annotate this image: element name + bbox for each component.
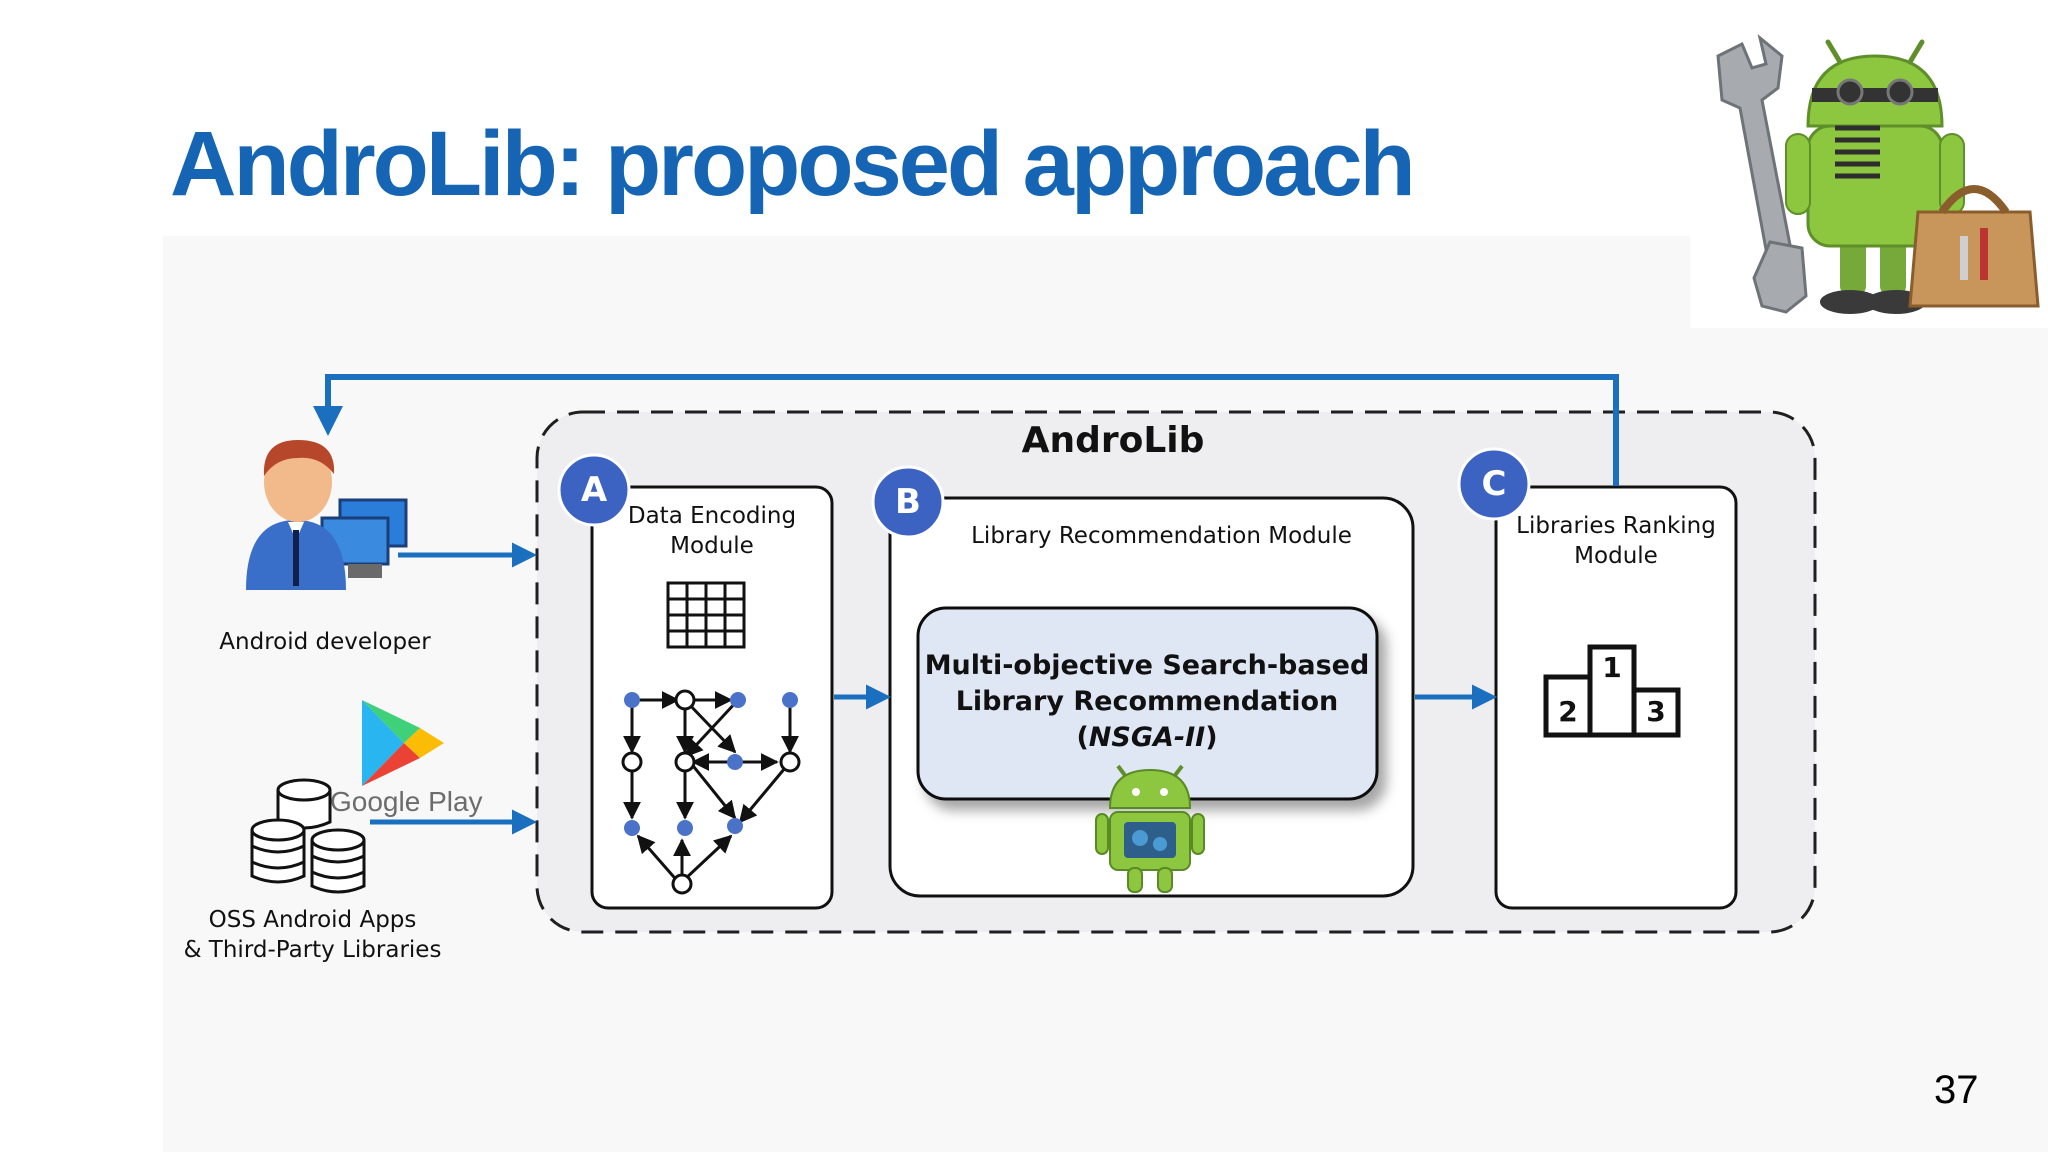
module-a-title: Data Encoding Module [612, 502, 812, 562]
module-a-box [590, 485, 834, 910]
database-icon [250, 778, 366, 894]
badge-c-circle [1457, 447, 1531, 521]
module-c-title: Libraries Ranking Module [1506, 512, 1726, 572]
badge-c-letter: C [1481, 464, 1507, 504]
grid-icon [666, 581, 746, 649]
module-b-title: Library Recommendation Module [971, 523, 1352, 549]
badge-a-circle [557, 453, 631, 527]
developer-icon [246, 440, 408, 590]
podium-first-label: 1 [1602, 651, 1622, 684]
developer-label: Android developer [219, 629, 431, 655]
algorithm-line1: Multi-objective Search-based [924, 650, 1370, 681]
badge-b-circle [871, 465, 945, 539]
sources-label-line2: & Third-Party Libraries [183, 936, 442, 963]
module-c-title-line2: Module [1574, 542, 1658, 569]
sources-label: OSS Android Apps & Third-Party Libraries [170, 906, 455, 966]
algorithm-name: NSGA-II [1088, 722, 1206, 753]
podium-third-label: 3 [1646, 695, 1666, 728]
system-name-label: AndroLib [1021, 420, 1205, 461]
google-play-label: Google Play [330, 786, 483, 817]
android-mechanic-icon [1690, 16, 2048, 328]
badge-b-letter: B [895, 482, 921, 522]
module-a-title-line1: Data Encoding [627, 503, 797, 529]
feedback-arrow [313, 374, 1619, 486]
algorithm-paren-close: ) [1205, 722, 1218, 753]
android-robot-icon [1095, 764, 1205, 893]
algorithm-paren-open: ( [1076, 722, 1089, 753]
badge-a-letter: A [580, 470, 608, 510]
module-c-title-line1: Libraries Ranking [1516, 513, 1716, 539]
page-number: 37 [1934, 1068, 1979, 1112]
sources-label-line1: OSS Android Apps [208, 907, 417, 933]
graph-nodes [621, 689, 801, 895]
google-play-icon [362, 700, 444, 786]
podium-second-label: 2 [1558, 695, 1578, 728]
algorithm-label: Multi-objective Search-based Library Rec… [922, 648, 1372, 756]
algorithm-line3: (NSGA-II) [922, 720, 1372, 756]
algorithm-line2: Library Recommendation [955, 686, 1339, 717]
podium-icon [1543, 644, 1681, 738]
module-a-title-line2: Module [670, 532, 754, 559]
slide-title: AndroLib: proposed approach [170, 113, 1416, 215]
